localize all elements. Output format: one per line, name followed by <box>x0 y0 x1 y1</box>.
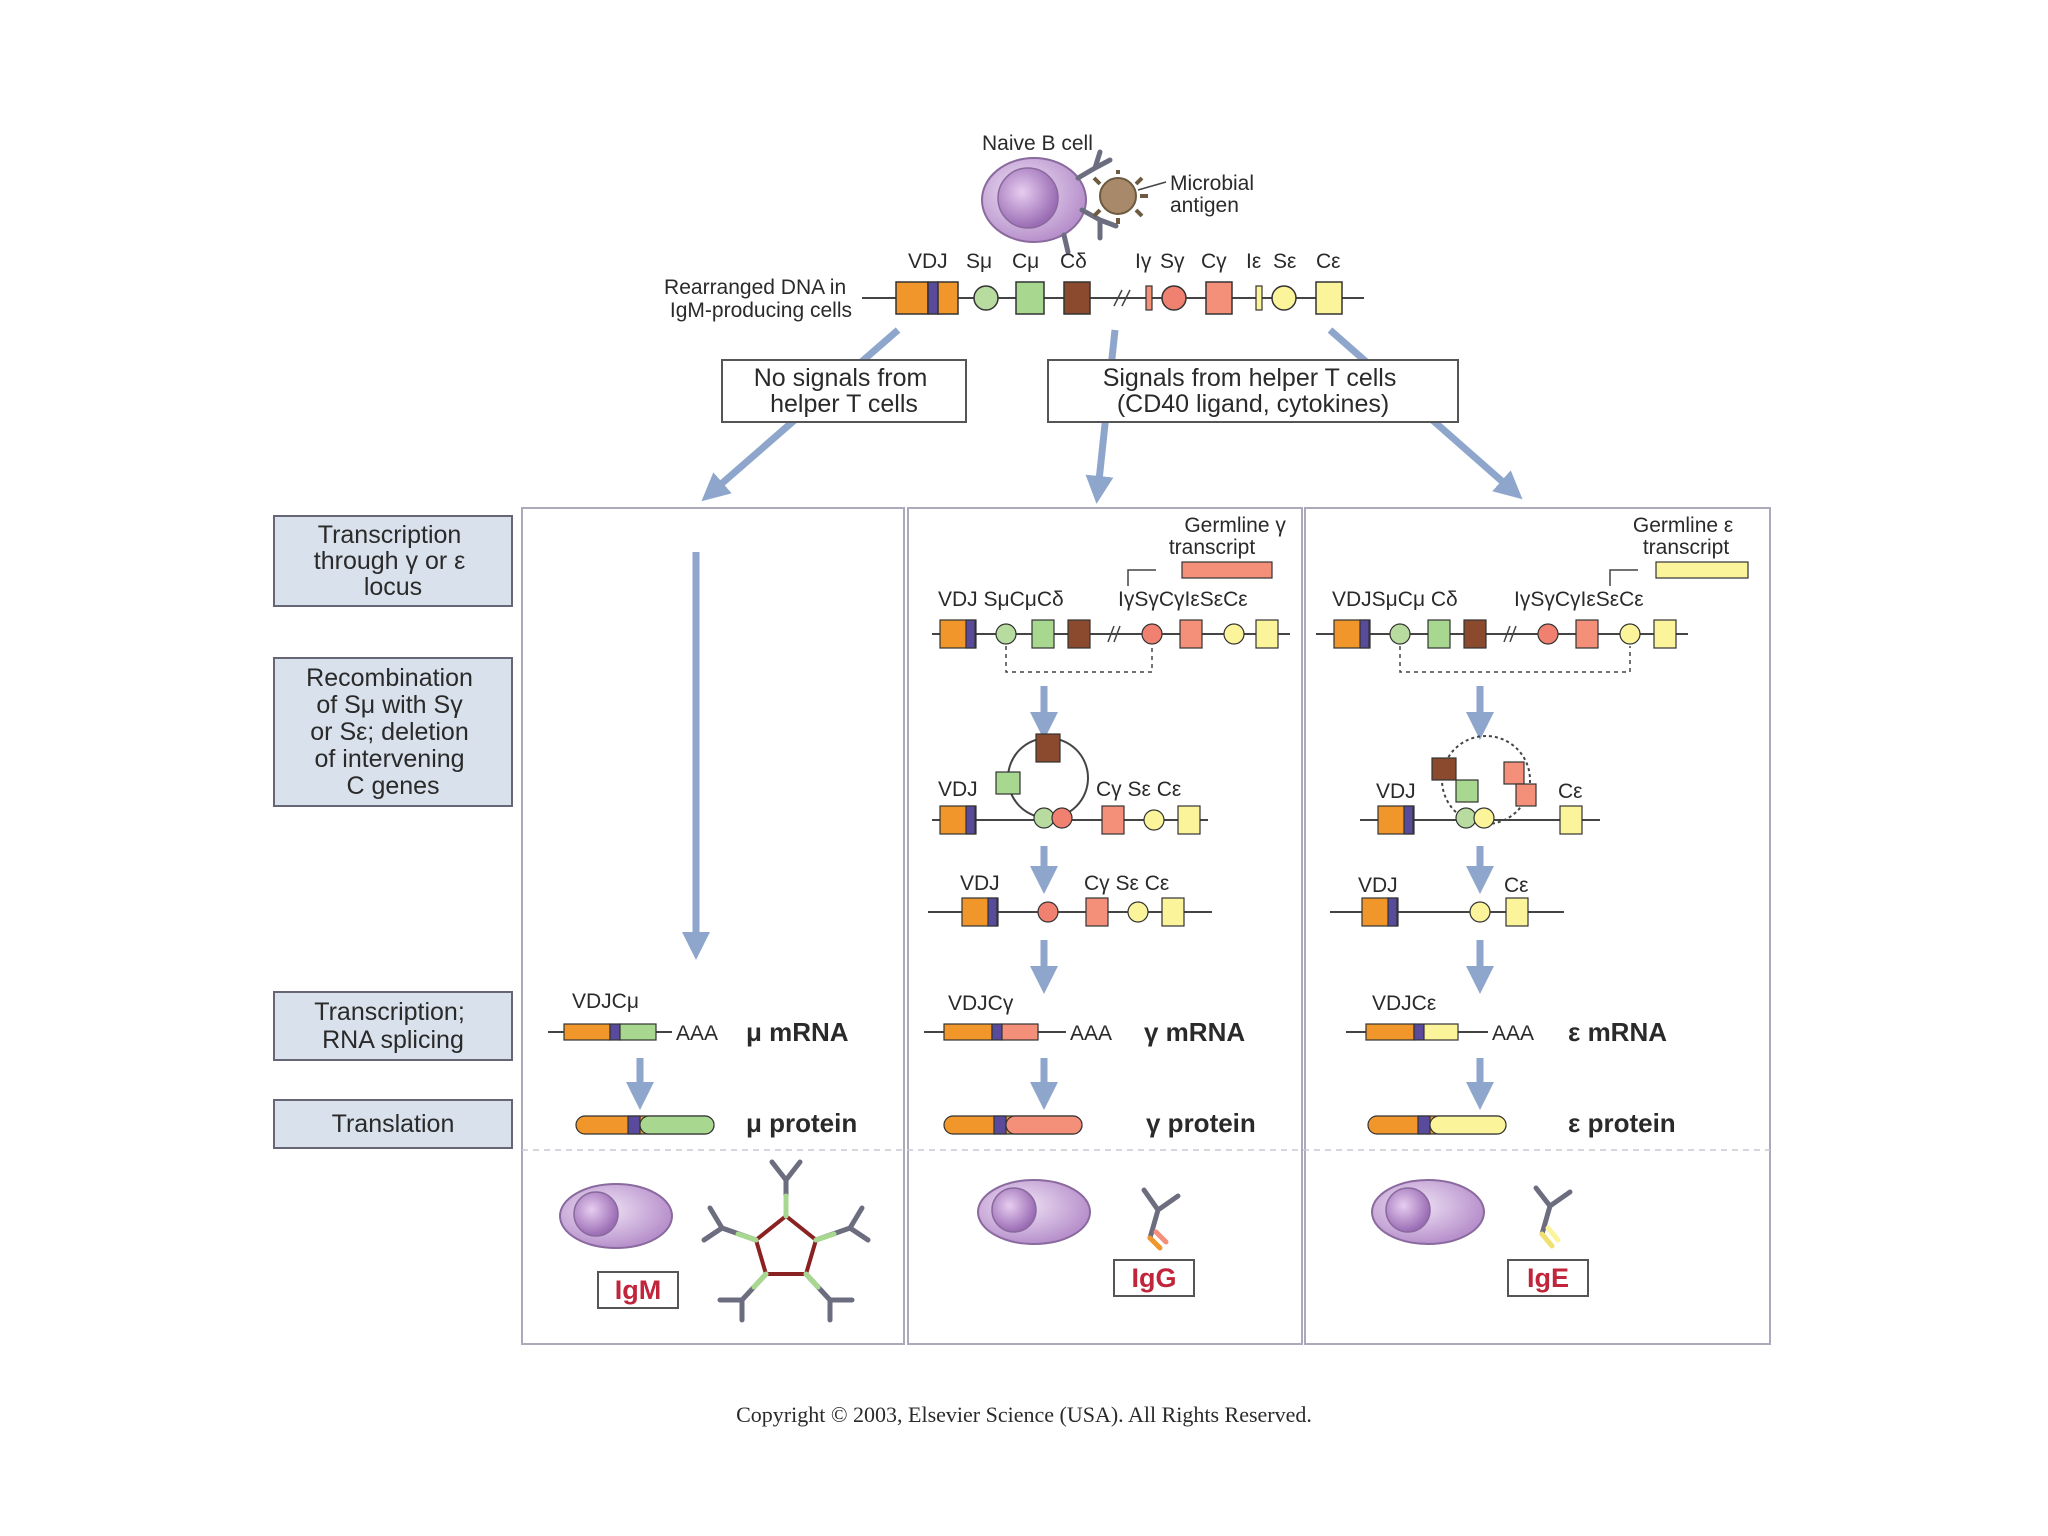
igg-mrna-label: γ mRNA <box>1144 1017 1245 1047</box>
i-gamma-exon <box>1145 285 1153 311</box>
gene-label-vdj: VDJ <box>908 250 948 273</box>
gene-label-c-epsilon: Cε <box>1316 250 1341 273</box>
igg-panel-content: Germline γ transcript VDJ SμCμCδ IγSγCγI… <box>924 514 1292 1297</box>
svg-text:VDJ SμCμCδ: VDJ SμCμCδ <box>938 588 1064 611</box>
signals-box: Signals from helper T cells (CD40 ligand… <box>1047 359 1459 423</box>
svg-text:Cε: Cε <box>1504 874 1529 897</box>
gene-label-c-delta: Cδ <box>1060 250 1087 273</box>
ige-panel-content: Germline ε transcript VDJSμCμ Cδ IγSγCγI… <box>1316 514 1749 1297</box>
step-recombination: Recombination of Sμ with Sγ or Sε; delet… <box>273 657 513 807</box>
s-gamma-switch <box>1161 285 1187 311</box>
ige-plasma-cell-icon <box>1371 1179 1485 1245</box>
svg-text:Signals from helper T cells: Signals from helper T cells (CD40 ligand… <box>1103 364 1404 418</box>
igg-antibody-label: IgG <box>1132 1263 1177 1293</box>
panel-igg <box>907 507 1303 1345</box>
i-epsilon-exon <box>1255 285 1263 311</box>
step-translation: Translation <box>273 1099 513 1149</box>
gene-label-c-gamma: Cγ <box>1201 250 1227 273</box>
step-transcription-locus: Transcription through γ or ε locus <box>273 515 513 607</box>
rearranged-dna-label: Rearranged DNA in IgM-producing cells <box>664 276 852 322</box>
svg-text:VDJ: VDJ <box>938 778 978 801</box>
svg-text:Cε: Cε <box>1558 780 1583 803</box>
gene-label-s-gamma: Sγ <box>1160 250 1185 273</box>
igm-antibody-label: IgM <box>615 1275 662 1305</box>
no-signals-box: No signals from helper T cells <box>721 359 967 423</box>
naive-b-cell-icon <box>981 157 1087 243</box>
svg-text:VDJ: VDJ <box>1358 874 1398 897</box>
ige-germline-transcript <box>1655 561 1749 579</box>
igg-aaa: AAA <box>1070 1022 1112 1045</box>
igg-germline-transcript <box>1181 561 1273 579</box>
igm-aaa: AAA <box>676 1022 718 1045</box>
gene-label-s-epsilon: Sε <box>1273 250 1296 273</box>
c-mu-gene <box>1015 281 1045 315</box>
igg-germline-label: Germline γ transcript <box>1169 514 1292 559</box>
ige-protein-label: ε protein <box>1568 1108 1676 1138</box>
panel-ige <box>1304 507 1771 1345</box>
gene-label-i-epsilon: Iε <box>1246 250 1261 273</box>
c-delta-gene <box>1063 281 1091 315</box>
igm-panel-content: VDJCμ AAA μ mRNA μ protein <box>548 552 871 1323</box>
svg-text:Translation: Translation <box>332 1110 455 1138</box>
igm-pentamer-icon <box>701 1159 871 1323</box>
svg-text:Cγ Sε Cε: Cγ Sε Cε <box>1096 778 1181 801</box>
gene-label-c-mu: Cμ <box>1012 250 1039 273</box>
copyright-notice: Copyright © 2003, Elsevier Science (USA)… <box>736 1402 1312 1427</box>
svg-text:No signals from helper T: No signals from helper T cells <box>754 364 935 418</box>
igm-plasma-cell-icon <box>559 1183 673 1249</box>
svg-text:IγSγCγIεSεCε: IγSγCγIεSεCε <box>1514 588 1644 611</box>
svg-text:Recombination of Sμ with: Recombination of Sμ with Sγ or Sε; delet… <box>306 664 480 800</box>
naive-b-cell-label: Naive B cell <box>982 132 1093 155</box>
gene-label-s-mu: Sμ <box>966 250 992 273</box>
svg-text:Transcription through γ: Transcription through γ or ε locus <box>314 521 472 601</box>
igg-antibody-icon <box>1141 1187 1181 1251</box>
igm-mrna-gene-label: VDJCμ <box>572 990 639 1013</box>
igg-protein-label: γ protein <box>1146 1108 1256 1138</box>
microbial-antigen-icon <box>1092 170 1148 224</box>
naive-b-cell-group: Naive B cell Microbial antigen <box>981 132 1260 255</box>
ige-aaa: AAA <box>1492 1022 1534 1045</box>
svg-text:VDJ: VDJ <box>1376 780 1416 803</box>
rearranged-dna-group: Rearranged DNA in IgM-producing cells VD… <box>664 250 1364 322</box>
gene-label-i-gamma: Iγ <box>1135 250 1152 273</box>
svg-text:VDJSμCμ Cδ: VDJSμCμ Cδ <box>1332 588 1458 611</box>
igm-protein-label: μ protein <box>746 1108 857 1138</box>
microbial-antigen-label: Microbial antigen <box>1170 172 1260 217</box>
vdj-segment <box>895 281 929 315</box>
c-gamma-gene <box>1205 281 1233 315</box>
c-epsilon-gene <box>1315 281 1343 315</box>
ige-antibody-label: IgE <box>1527 1263 1569 1293</box>
s-epsilon-switch <box>1271 285 1297 311</box>
ige-mrna-gene-label: VDJCε <box>1372 992 1436 1015</box>
svg-text:VDJ: VDJ <box>960 872 1000 895</box>
step-transcription-splicing: Transcription; RNA splicing <box>273 991 513 1061</box>
svg-text:IγSγCγIεSεCε: IγSγCγIεSεCε <box>1118 588 1248 611</box>
ige-mrna-label: ε mRNA <box>1568 1017 1667 1047</box>
igg-plasma-cell-icon <box>977 1179 1091 1245</box>
ige-germline-label: Germline ε transcript <box>1633 514 1739 559</box>
igm-mrna-label: μ mRNA <box>746 1017 849 1047</box>
s-mu-switch <box>973 285 999 311</box>
svg-text:Cγ Sε Cε: Cγ Sε Cε <box>1084 872 1169 895</box>
svg-text:Transcription; RNA splic: Transcription; RNA splicing <box>314 998 471 1054</box>
ige-antibody-icon <box>1533 1185 1573 1249</box>
igg-mrna-gene-label: VDJCγ <box>948 992 1014 1015</box>
vdj-j-segment <box>927 281 939 315</box>
surface-igm-receptors <box>1061 149 1119 255</box>
panel-igm <box>521 507 905 1345</box>
